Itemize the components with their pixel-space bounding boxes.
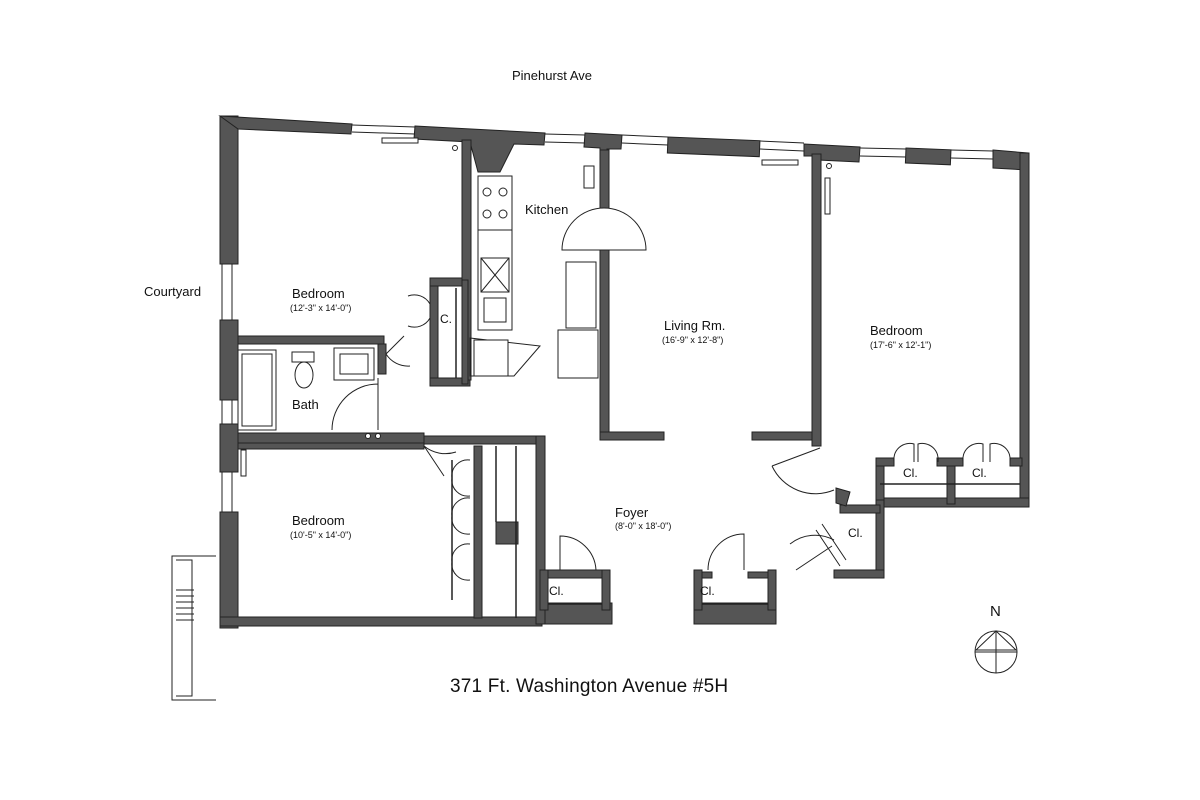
sink xyxy=(483,297,507,323)
wall-foyer-closet2-top xyxy=(701,571,713,579)
door-bedroom-sw xyxy=(423,445,457,477)
living-room-label: Living Rm. xyxy=(664,318,726,333)
west-wall-lower xyxy=(219,423,239,473)
north-wall-pier-3 xyxy=(666,136,761,158)
wall-bath-bottom xyxy=(237,432,425,444)
wall-bath-east xyxy=(377,343,387,375)
north-wall-nw xyxy=(218,115,353,135)
wall-living-south-right xyxy=(751,431,817,441)
kitchen-cabinet xyxy=(583,165,595,189)
dining-table xyxy=(561,207,647,251)
closet-foyer-2-label: Cl. xyxy=(700,584,715,598)
north-wall-pier-5 xyxy=(904,147,952,166)
wall-foyer-closet2-right xyxy=(767,569,777,611)
west-wall-mid xyxy=(219,319,239,401)
street-label: Pinehurst Ave xyxy=(512,68,592,83)
wall-living-south-left xyxy=(599,431,665,441)
doors-sw-closets xyxy=(451,459,471,581)
wall-closets-sw-east xyxy=(535,435,546,625)
bedroom-nw-label: Bedroom xyxy=(292,286,345,301)
door-bath xyxy=(331,378,379,431)
wall-bedroom-sw-top xyxy=(237,442,425,450)
wall-bath-foyer xyxy=(423,435,545,445)
north-label: N xyxy=(990,603,1001,620)
wall-closet-inner-1 xyxy=(473,445,483,619)
wall-east-closets-top-c xyxy=(1009,457,1023,467)
walls xyxy=(218,115,1030,629)
courtyard-label: Courtyard xyxy=(144,284,202,299)
closet-foyer-1-label: Cl. xyxy=(549,584,564,598)
wall-closet-c-west xyxy=(429,279,439,387)
west-wall-upper xyxy=(219,115,239,265)
wall-living-west xyxy=(599,149,610,441)
bath-fixtures xyxy=(237,347,375,431)
south-wall-closet-2 xyxy=(693,602,777,625)
wall-closet-inner-2 xyxy=(495,521,519,545)
wall-closet-c-bottom xyxy=(429,377,471,387)
foyer-label: Foyer xyxy=(615,505,649,520)
door-closet-c xyxy=(407,294,431,328)
wall-east-closets-top-b xyxy=(936,457,964,467)
door-foyer-closet-2 xyxy=(707,533,745,571)
door-living-entry xyxy=(771,447,835,495)
living-room-dims: (16'-9" x 12'-8") xyxy=(662,335,724,345)
bedroom-sw-dims: (10'-5" x 14'-0") xyxy=(290,530,352,540)
kitchen-fixtures xyxy=(473,165,647,379)
courtyard-stairs xyxy=(171,555,216,701)
fridge xyxy=(473,339,509,377)
wall-east-closets-top-a xyxy=(875,457,895,467)
bedroom-nw-dims: (12'-3" x 14'-0") xyxy=(290,303,352,313)
wall-foyer-closet2-left xyxy=(693,569,703,611)
wall-closet-c-east xyxy=(461,279,469,385)
wall-entry-closet-bottom xyxy=(833,569,885,579)
south-wall-sw-bedroom xyxy=(219,616,543,627)
south-wall-closet-1 xyxy=(539,602,613,625)
wall-foyer-closet2-top-r xyxy=(747,571,769,579)
wall-bath-top xyxy=(237,335,385,345)
doors-east-closet-1 xyxy=(893,442,939,463)
closet-c-label: C. xyxy=(440,312,452,326)
wall-closet-c-top xyxy=(429,277,467,287)
radiators xyxy=(240,137,832,477)
door-bedroom-nw xyxy=(385,335,411,367)
wall-living-east xyxy=(811,153,822,447)
wall-foyer-closet-right xyxy=(601,569,611,611)
bedroom-east-dims: (17'-6" x 12'-1") xyxy=(870,340,932,350)
wall-foyer-closet-left xyxy=(539,569,549,611)
foyer-dims: (8'-0" x 18'-0") xyxy=(615,521,672,531)
stove xyxy=(477,175,513,231)
toilet xyxy=(294,361,314,389)
door-kitchen xyxy=(469,337,541,377)
island xyxy=(565,261,597,329)
wall-foyer-closet-mid xyxy=(547,569,603,579)
island-seat xyxy=(557,329,599,379)
doors-east-closet-2 xyxy=(962,442,1011,463)
wall-entry-closet-top xyxy=(839,504,881,514)
closet-lines xyxy=(451,288,1020,618)
east-wall xyxy=(1019,152,1030,504)
door-entry-closet xyxy=(815,523,847,567)
doors xyxy=(331,294,1011,581)
north-wall-pier-1 xyxy=(413,125,546,173)
west-wall-bottom xyxy=(219,511,239,629)
wall-entry-jamb xyxy=(835,487,851,507)
closet-east-1-label: Cl. xyxy=(903,466,918,480)
door-entry xyxy=(789,534,835,571)
closet-east-2-label: Cl. xyxy=(972,466,987,480)
closet-entry-label: Cl. xyxy=(848,526,863,540)
address-title: 371 Ft. Washington Avenue #5H xyxy=(450,676,729,697)
bath-label: Bath xyxy=(292,397,319,412)
bedroom-east-label: Bedroom xyxy=(870,323,923,338)
kitchen-label: Kitchen xyxy=(525,202,569,217)
windows xyxy=(221,124,994,512)
bedroom-sw-label: Bedroom xyxy=(292,513,345,528)
north-arrow-icon xyxy=(974,630,1018,674)
door-foyer-closet-1 xyxy=(559,535,597,571)
